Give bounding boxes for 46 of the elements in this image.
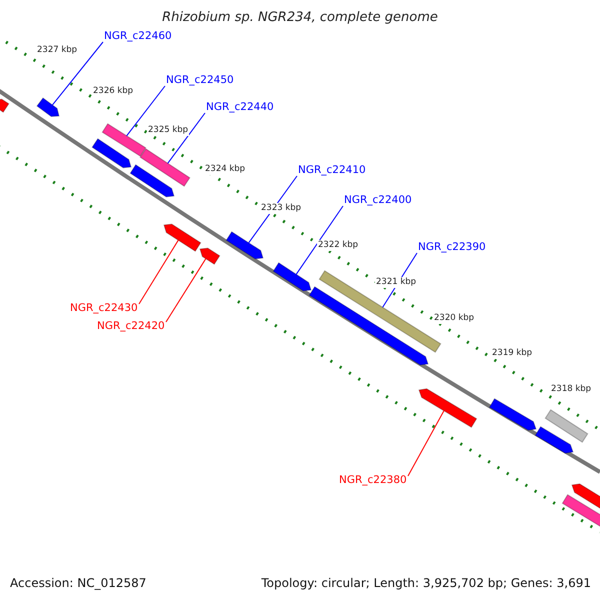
tick-label: 2326 kbp (92, 86, 134, 96)
tick-label: 2320 kbp (433, 313, 476, 324)
gene-label: NGR_c22380 (339, 475, 407, 486)
gene-label: NGR_c22410 (298, 165, 366, 176)
tick-label: 2327 kbp (36, 45, 78, 56)
tick-label: 2321 kbp (375, 277, 418, 288)
diagram-title: Rhizobium sp. NGR234, complete genome (161, 11, 439, 24)
gene-block (36, 97, 60, 118)
gene-block (418, 388, 478, 428)
gene-block (163, 224, 202, 252)
gene-block (226, 231, 264, 260)
gene-block (488, 398, 537, 431)
gene-block (102, 123, 146, 157)
gene-label: NGR_c22400 (344, 195, 412, 206)
gene-label: NGR_c22450 (166, 75, 234, 86)
gene-block (140, 148, 190, 187)
gene-block (272, 262, 312, 292)
gene-block (534, 426, 574, 454)
tick-label: 2324 kbp (204, 164, 246, 174)
gene-block (571, 483, 600, 511)
leader-line (52, 42, 104, 106)
gene-block (308, 286, 429, 366)
leader-line (408, 410, 444, 476)
gene-label: NGR_c22420 (97, 321, 165, 332)
leader-line (138, 240, 179, 304)
tick-label: 2319 kbp (491, 348, 534, 358)
gene-block (92, 138, 132, 168)
tick-label: 2318 kbp (550, 384, 592, 394)
leader-line (296, 206, 344, 275)
tick-label: 2323 kbp (260, 203, 302, 214)
footer-text: Accession: NC_012587 (10, 577, 146, 589)
leader-line (166, 258, 206, 322)
gene-label: NGR_c22390 (418, 242, 486, 252)
gene-block (562, 494, 600, 529)
footer-text: Topology: circular; Length: 3,925,702 bp; Genes: 3,691 (261, 577, 591, 589)
tick-label: 2325 kbp (147, 125, 190, 136)
gene-block (130, 164, 175, 198)
gene-block (199, 248, 220, 265)
gene-label: NGR_c22430 (70, 303, 138, 314)
gene-label: NGR_c22460 (104, 31, 172, 42)
gene-label: NGR_c22440 (206, 102, 274, 112)
gene-block (0, 98, 10, 113)
tick-label: 2322 kbp (317, 240, 360, 250)
leader-line (126, 86, 166, 136)
leader-line (167, 112, 206, 164)
gene-block (544, 409, 588, 443)
